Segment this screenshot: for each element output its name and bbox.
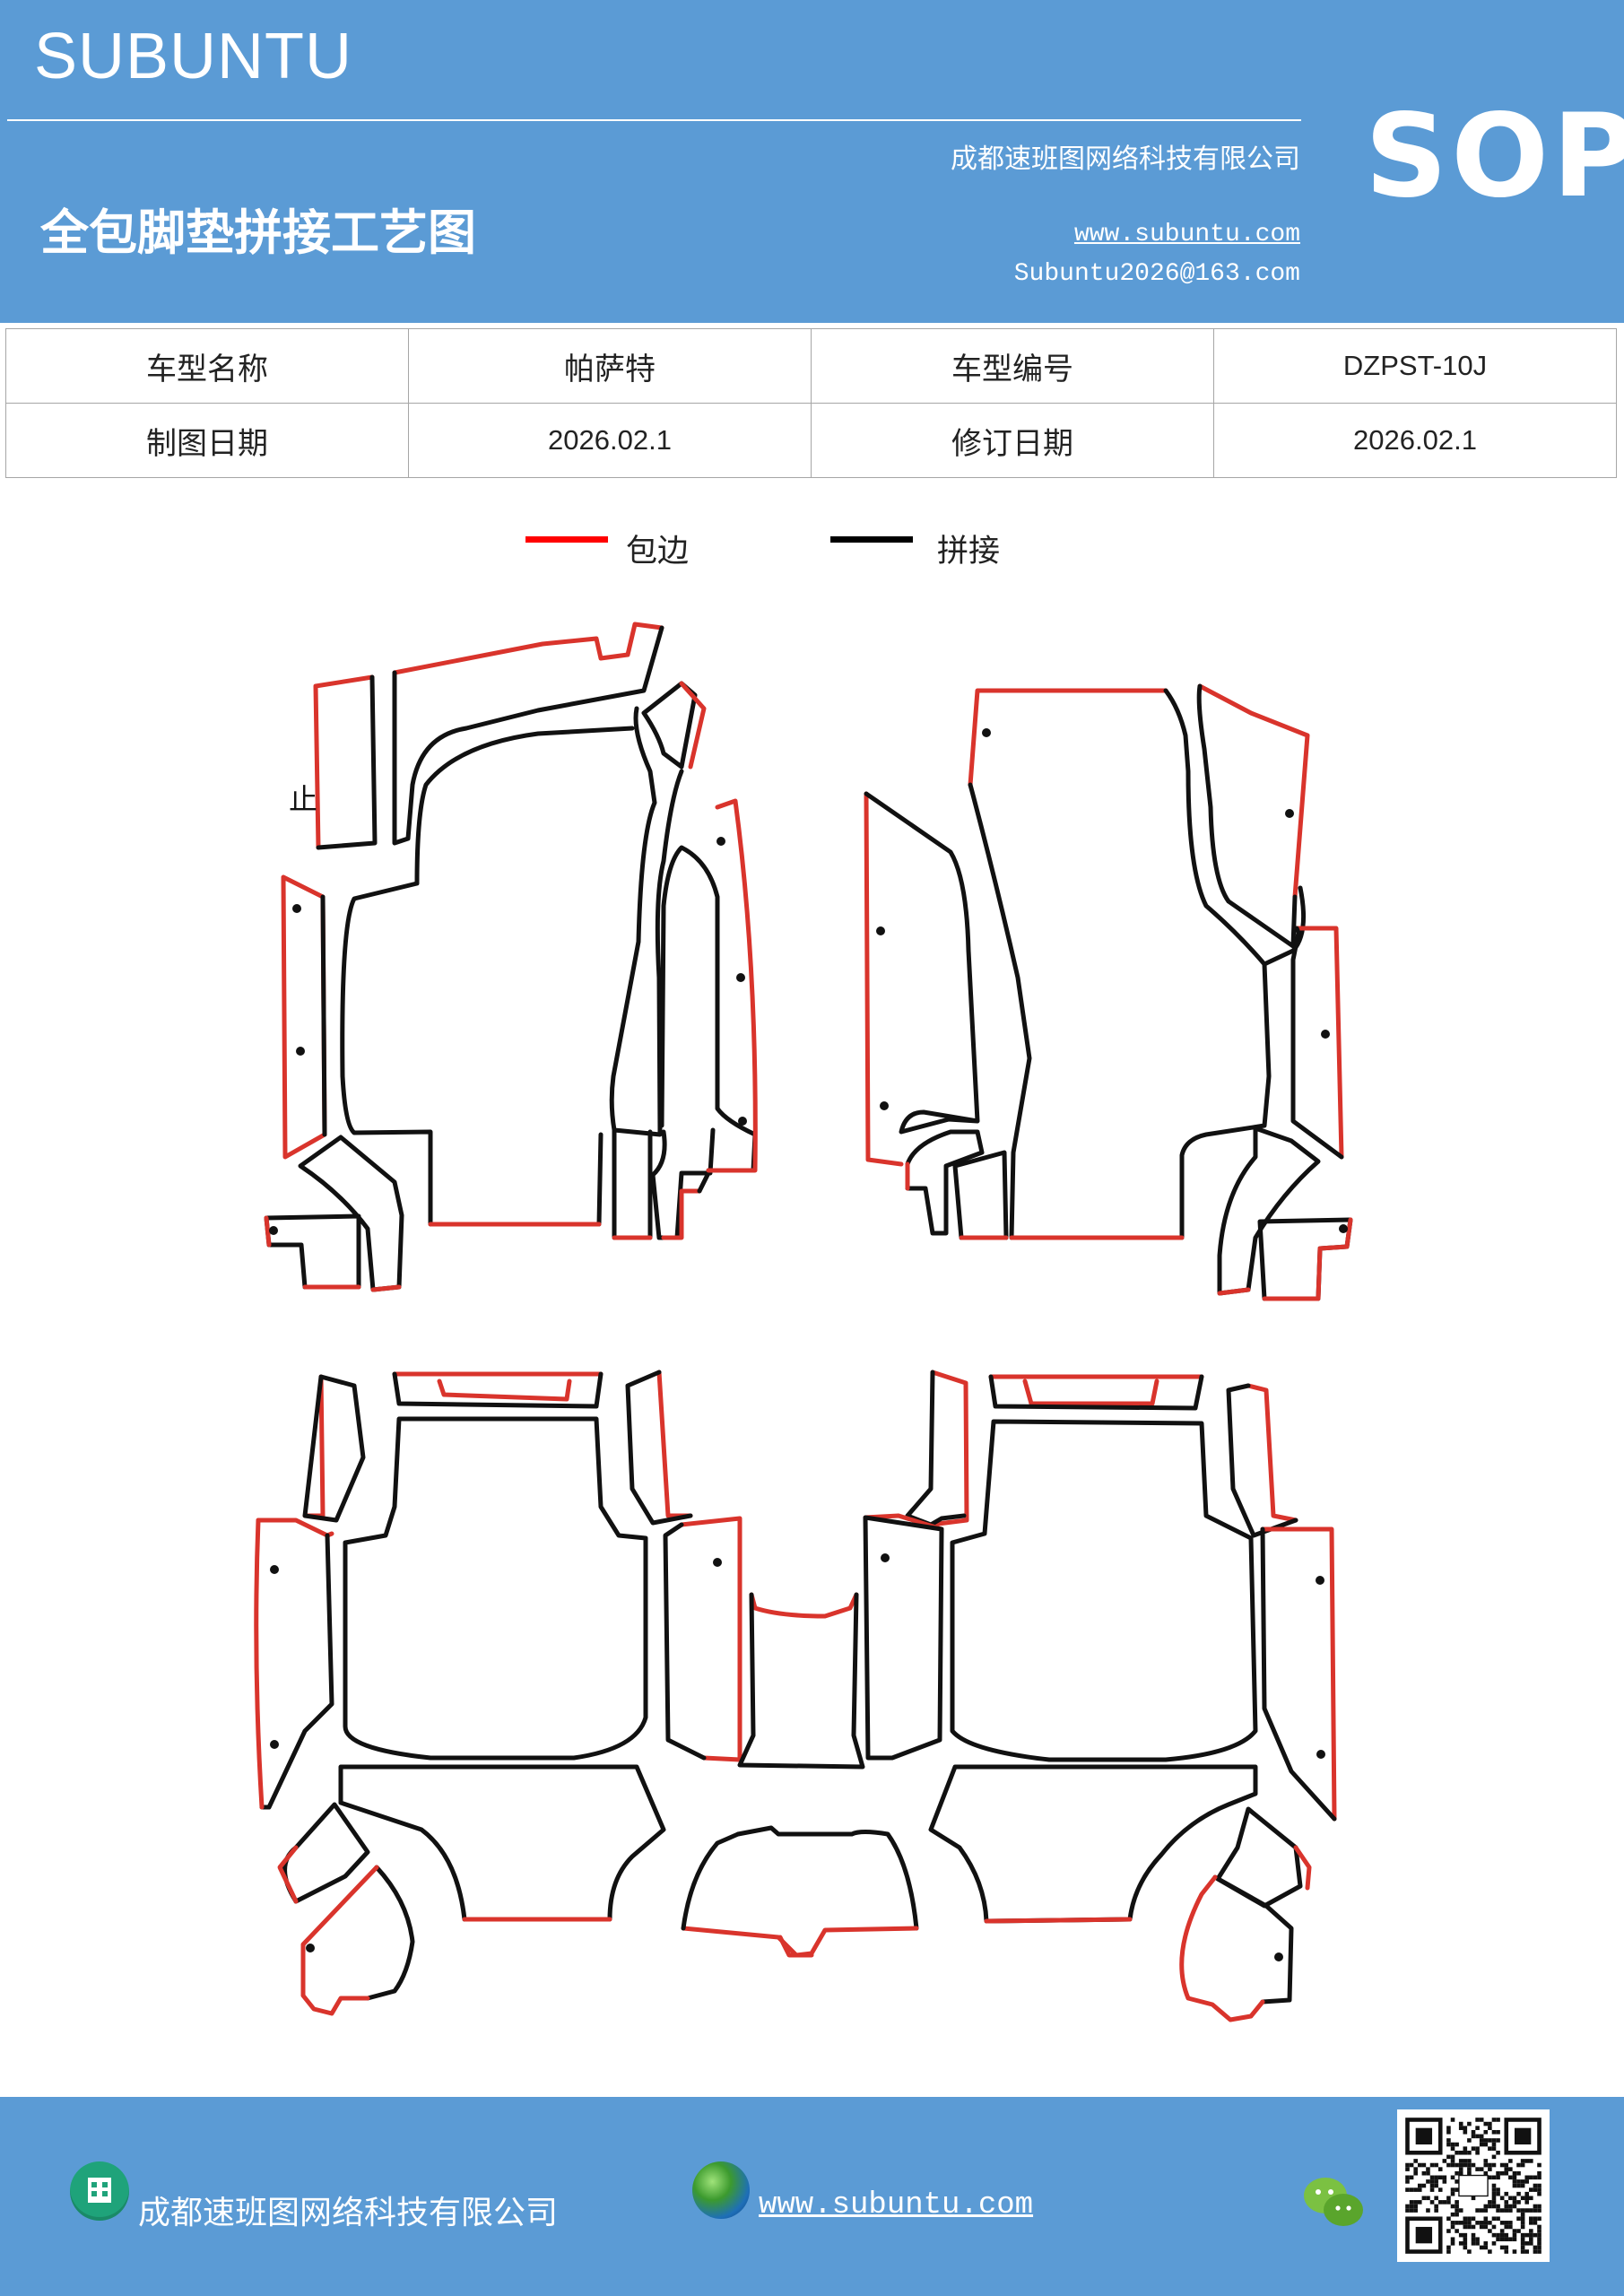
globe-icon: [692, 2161, 750, 2219]
table-row: 制图日期 2026.02.1 修订日期 2026.02.1: [5, 403, 1617, 478]
floor-mat-splicing-diagram: [254, 622, 1353, 2022]
legend-label-binding: 包边: [626, 534, 690, 570]
header-banner: SUBUNTU 成都速班图网络科技有限公司 全包脚垫拼接工艺图 www.subu…: [0, 0, 1624, 323]
header-website-link[interactable]: www.subuntu.com: [1073, 221, 1300, 248]
legend: 包边 拼接: [0, 520, 1624, 574]
value-model-name: 帕萨特: [408, 328, 812, 404]
rear-left-mat: [254, 1370, 743, 2016]
header-company: 成都速班图网络科技有限公司: [951, 144, 1300, 175]
legend-swatch-seam: [830, 536, 913, 543]
header-email: Subuntu2026@163.com: [1013, 260, 1300, 288]
value-draw-date: 2026.02.1: [408, 403, 812, 478]
document-title: 全包脚垫拼接工艺图: [40, 204, 476, 261]
rear-center-mat: [681, 1592, 919, 1958]
footer-website-link[interactable]: www.subuntu.com: [759, 2188, 1034, 2222]
front-left-mat: [264, 622, 758, 1292]
label-model-name: 车型名称: [5, 328, 409, 404]
qr-code: [1397, 2109, 1550, 2262]
footer-banner: 成都速班图网络科技有限公司 www.subuntu.com: [0, 2097, 1624, 2296]
label-draw-date: 制图日期: [5, 403, 409, 478]
sop-badge: SOP: [1365, 90, 1624, 223]
label-model-code: 车型编号: [811, 328, 1214, 404]
rear-right-mat: [863, 1370, 1337, 2022]
label-revision-date: 修订日期: [811, 403, 1214, 478]
building-icon: [70, 2161, 129, 2221]
vehicle-info-table: 车型名称 帕萨特 车型编号 DZPST-10J 制图日期 2026.02.1 修…: [5, 328, 1617, 478]
front-right-mat: [864, 683, 1353, 1301]
legend-label-seam: 拼接: [937, 534, 1001, 570]
table-row: 车型名称 帕萨特 车型编号 DZPST-10J: [5, 328, 1617, 404]
value-model-code: DZPST-10J: [1213, 328, 1617, 404]
header-divider: [7, 119, 1301, 121]
brand-name: SUBUNTU: [34, 21, 353, 92]
value-revision-date: 2026.02.1: [1213, 403, 1617, 478]
wechat-icon[interactable]: [1302, 2174, 1367, 2231]
stop-mark-label: 止: [289, 782, 318, 816]
legend-swatch-binding: [525, 536, 608, 543]
footer-company: 成都速班图网络科技有限公司: [138, 2195, 559, 2231]
